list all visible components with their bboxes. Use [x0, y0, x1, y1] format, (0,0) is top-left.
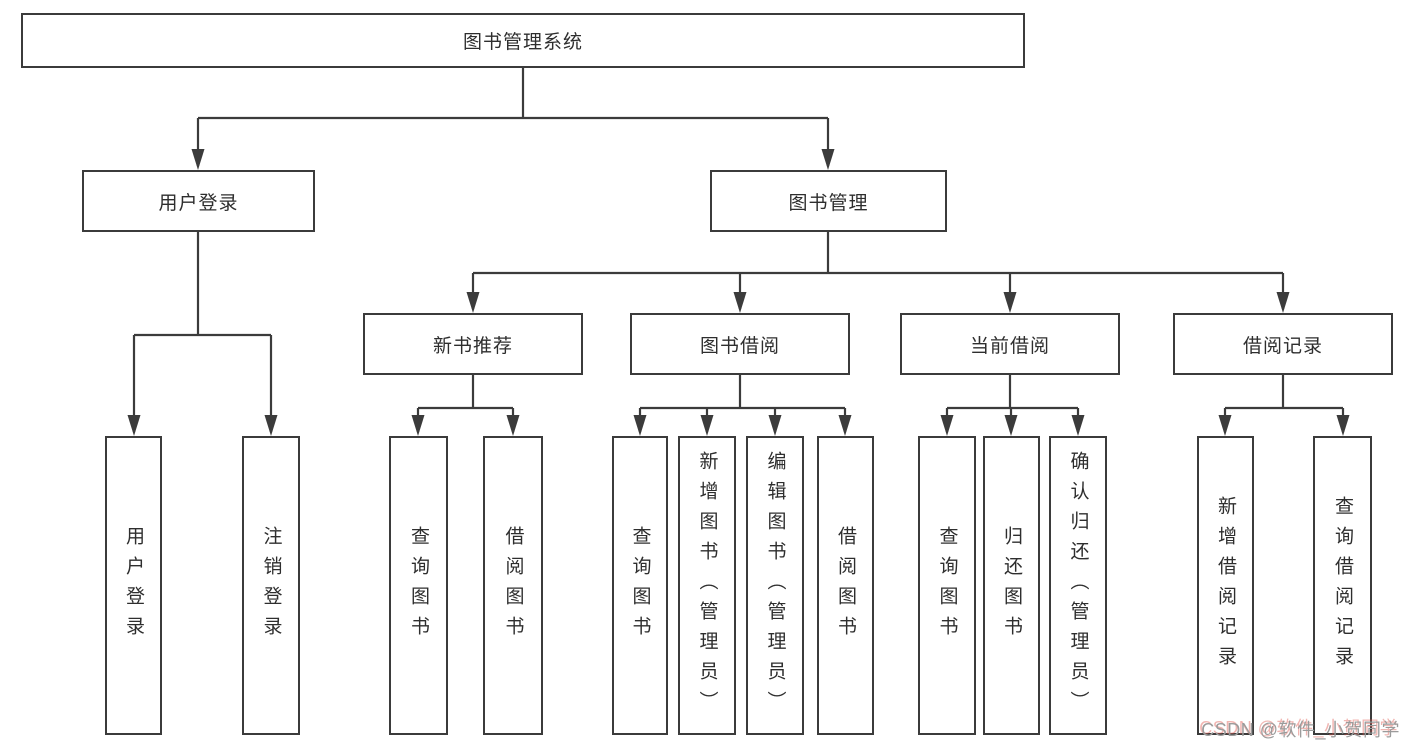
node-book-borrow: 图书借阅 [630, 313, 850, 375]
node-label: 用户登录 [123, 525, 144, 646]
node-label: 新书推荐 [432, 335, 513, 357]
arrowhead [838, 415, 852, 436]
node-label: 归还图书 [1001, 525, 1022, 646]
arrowhead [733, 292, 747, 313]
arrowhead [506, 415, 520, 436]
csdn-watermark: CSDN @软件_小贺同学 [1201, 720, 1400, 740]
leaf-add-borrow-record: 新增借阅记录 [1197, 436, 1254, 735]
node-book-management: 图书管理 [710, 170, 947, 232]
connector-book-mgmt [471, 232, 1285, 309]
connector-records [1223, 375, 1345, 432]
leaf-confirm-return-admin: 确认归还（管理员） [1049, 436, 1107, 735]
leaf-query-book-current: 查询图书 [918, 436, 976, 735]
node-label: 查询图书 [629, 525, 651, 646]
arrowhead [411, 415, 425, 436]
arrowhead [1336, 415, 1350, 436]
node-label: 图书管理 [788, 192, 869, 214]
arrowhead [1004, 415, 1018, 436]
node-label: 图书管理系统 [462, 32, 583, 53]
node-library-system: 图书管理系统 [21, 13, 1025, 68]
arrowhead [1071, 415, 1085, 436]
leaf-logout: 注销登录 [242, 436, 300, 735]
arrowhead [466, 292, 480, 313]
leaf-borrow-book-rec: 借阅图书 [483, 436, 543, 735]
leaf-return-book: 归还图书 [983, 436, 1040, 735]
leaf-borrow-book: 借阅图书 [817, 436, 874, 735]
node-label: 查询图书 [936, 525, 958, 646]
leaf-query-book: 查询图书 [612, 436, 668, 735]
leaf-query-book-rec: 查询图书 [389, 436, 448, 735]
arrowhead [940, 415, 954, 436]
node-label: 查询图书 [408, 525, 429, 646]
node-label: 新增图书（管理员） [696, 450, 718, 721]
node-new-book-recommend: 新书推荐 [363, 313, 583, 375]
arrowhead [633, 415, 647, 436]
connector-new-rec [416, 375, 515, 432]
node-label: 编辑图书（管理员） [764, 450, 786, 721]
arrowhead [127, 415, 141, 436]
connector-root [196, 68, 830, 166]
node-borrow-records: 借阅记录 [1173, 313, 1393, 375]
arrowhead [191, 149, 205, 170]
node-label: 查询借阅记录 [1332, 495, 1353, 676]
arrowhead [768, 415, 782, 436]
arrowhead [821, 149, 835, 170]
node-label: 用户登录 [158, 192, 239, 214]
leaf-query-borrow-record: 查询借阅记录 [1313, 436, 1372, 735]
connector-borrow [638, 375, 847, 432]
node-label: 借阅图书 [835, 525, 856, 646]
node-user-login: 用户登录 [82, 170, 315, 232]
node-label: 图书借阅 [699, 335, 780, 357]
arrowhead [1218, 415, 1232, 436]
node-label: 确认归还（管理员） [1067, 450, 1089, 721]
node-label: 借阅图书 [502, 525, 524, 646]
connector-user-login [132, 232, 273, 432]
leaf-add-book-admin: 新增图书（管理员） [678, 436, 736, 735]
leaf-user-login: 用户登录 [105, 436, 162, 735]
arrowhead [1003, 292, 1017, 313]
arrowhead [700, 415, 714, 436]
arrowhead [264, 415, 278, 436]
leaf-edit-book-admin: 编辑图书（管理员） [746, 436, 804, 735]
arrowhead [1276, 292, 1290, 313]
node-label: 注销登录 [260, 525, 282, 646]
node-current-borrow: 当前借阅 [900, 313, 1120, 375]
node-label: 当前借阅 [969, 335, 1050, 357]
node-label: 新增借阅记录 [1215, 495, 1236, 676]
node-label: 借阅记录 [1242, 335, 1323, 357]
